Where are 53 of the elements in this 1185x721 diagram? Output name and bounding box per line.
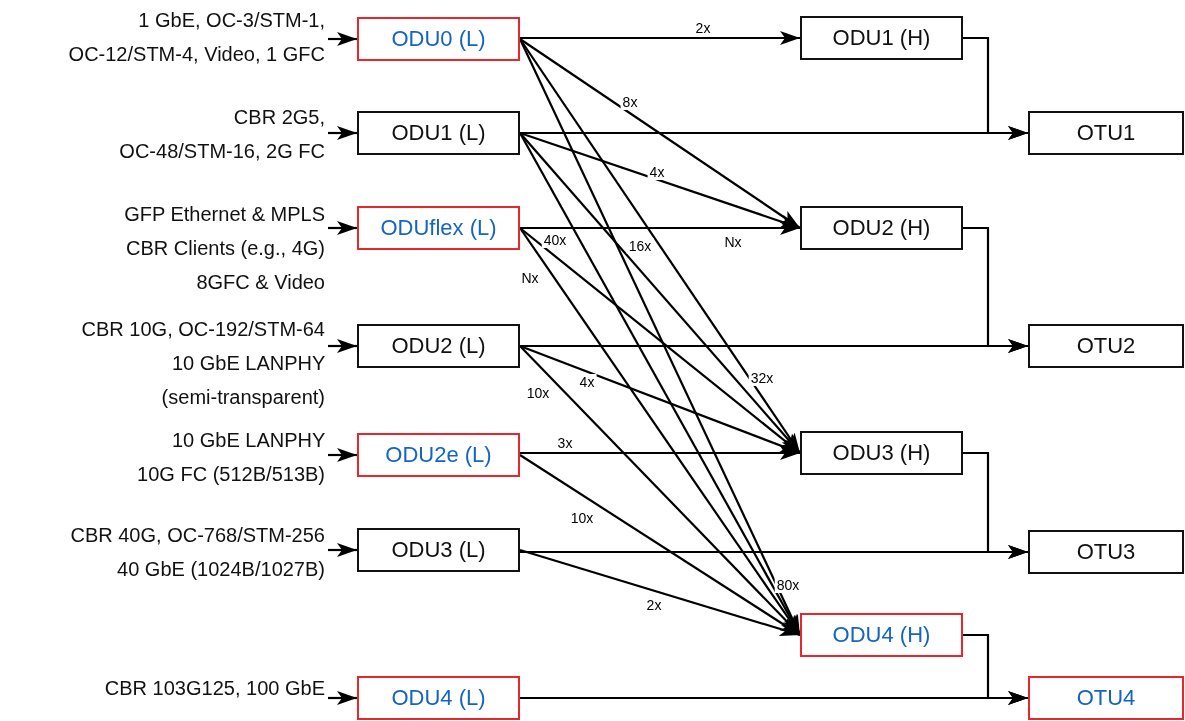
arrow <box>520 446 800 460</box>
edge-label: 2x <box>644 597 664 613</box>
container-box: ODU1 (H) <box>800 16 963 60</box>
container-box: OTU1 <box>1028 111 1184 155</box>
arrow <box>520 31 800 45</box>
container-box: ODUflex (L) <box>357 206 520 250</box>
arrow <box>520 339 1028 353</box>
arrow <box>328 32 357 46</box>
edge-label: Nx <box>722 234 744 250</box>
arrow <box>519 454 801 636</box>
arrow <box>328 691 357 705</box>
arrow <box>520 221 800 235</box>
edge-label: 8x <box>620 94 640 110</box>
arrow <box>328 543 357 557</box>
container-box: OTU4 <box>1028 676 1184 720</box>
client-signal-label: CBR 103G125, 100 GbE <box>20 671 325 705</box>
arrow <box>520 691 1028 705</box>
container-box: ODU3 (H) <box>800 431 963 475</box>
client-signal-label: CBR 2G5, OC-48/STM-16, 2G FC <box>105 100 325 168</box>
container-box: ODU2e (L) <box>357 433 520 477</box>
edge-label: 16x <box>626 238 654 254</box>
container-box: ODU2 (H) <box>800 206 963 250</box>
arrow <box>520 126 1028 140</box>
edge-label: 10x <box>568 510 596 526</box>
edge-label: 32x <box>748 370 776 386</box>
container-box: ODU1 (L) <box>357 111 520 155</box>
arrow <box>328 339 357 353</box>
client-signal-label: CBR 40G, OC-768/STM-256 40 GbE (1024B/1027B) <box>57 518 325 586</box>
container-box: ODU0 (L) <box>357 17 520 61</box>
arrow <box>328 221 357 235</box>
edge-label: 4x <box>577 374 597 390</box>
edge-label: 40x <box>541 232 569 248</box>
arrow <box>519 38 801 229</box>
edge-label: 4x <box>647 164 667 180</box>
edge-label: 2x <box>693 20 713 36</box>
container-box: ODU2 (L) <box>357 324 520 368</box>
arrow <box>519 548 801 637</box>
container-box: OTU3 <box>1028 530 1184 574</box>
container-box: ODU3 (L) <box>357 528 520 572</box>
container-box: ODU4 (H) <box>800 613 963 657</box>
client-signal-label: 1 GbE, OC-3/STM-1, OC-12/STM-4, Video, 1 GFC <box>55 3 325 71</box>
arrow <box>328 448 357 462</box>
edge-label: 80x <box>774 577 802 593</box>
client-signal-label: GFP Ethernet & MPLS CBR Clients (e.g., 4G) 8GFC & Video <box>80 197 325 299</box>
edge-label: 10x <box>524 385 552 401</box>
container-box: ODU4 (L) <box>357 676 520 720</box>
edge-label: 3x <box>555 435 575 451</box>
container-box: OTU2 <box>1028 324 1184 368</box>
edge-label: Nx <box>519 270 541 286</box>
arrow <box>328 126 357 140</box>
arrow <box>520 545 1028 559</box>
client-signal-label: 10 GbE LANPHY 10G FC (512B/513B) <box>135 423 325 491</box>
client-signal-label: CBR 10G, OC-192/STM-64 10 GbE LANPHY (semi-transparent) <box>70 312 325 414</box>
